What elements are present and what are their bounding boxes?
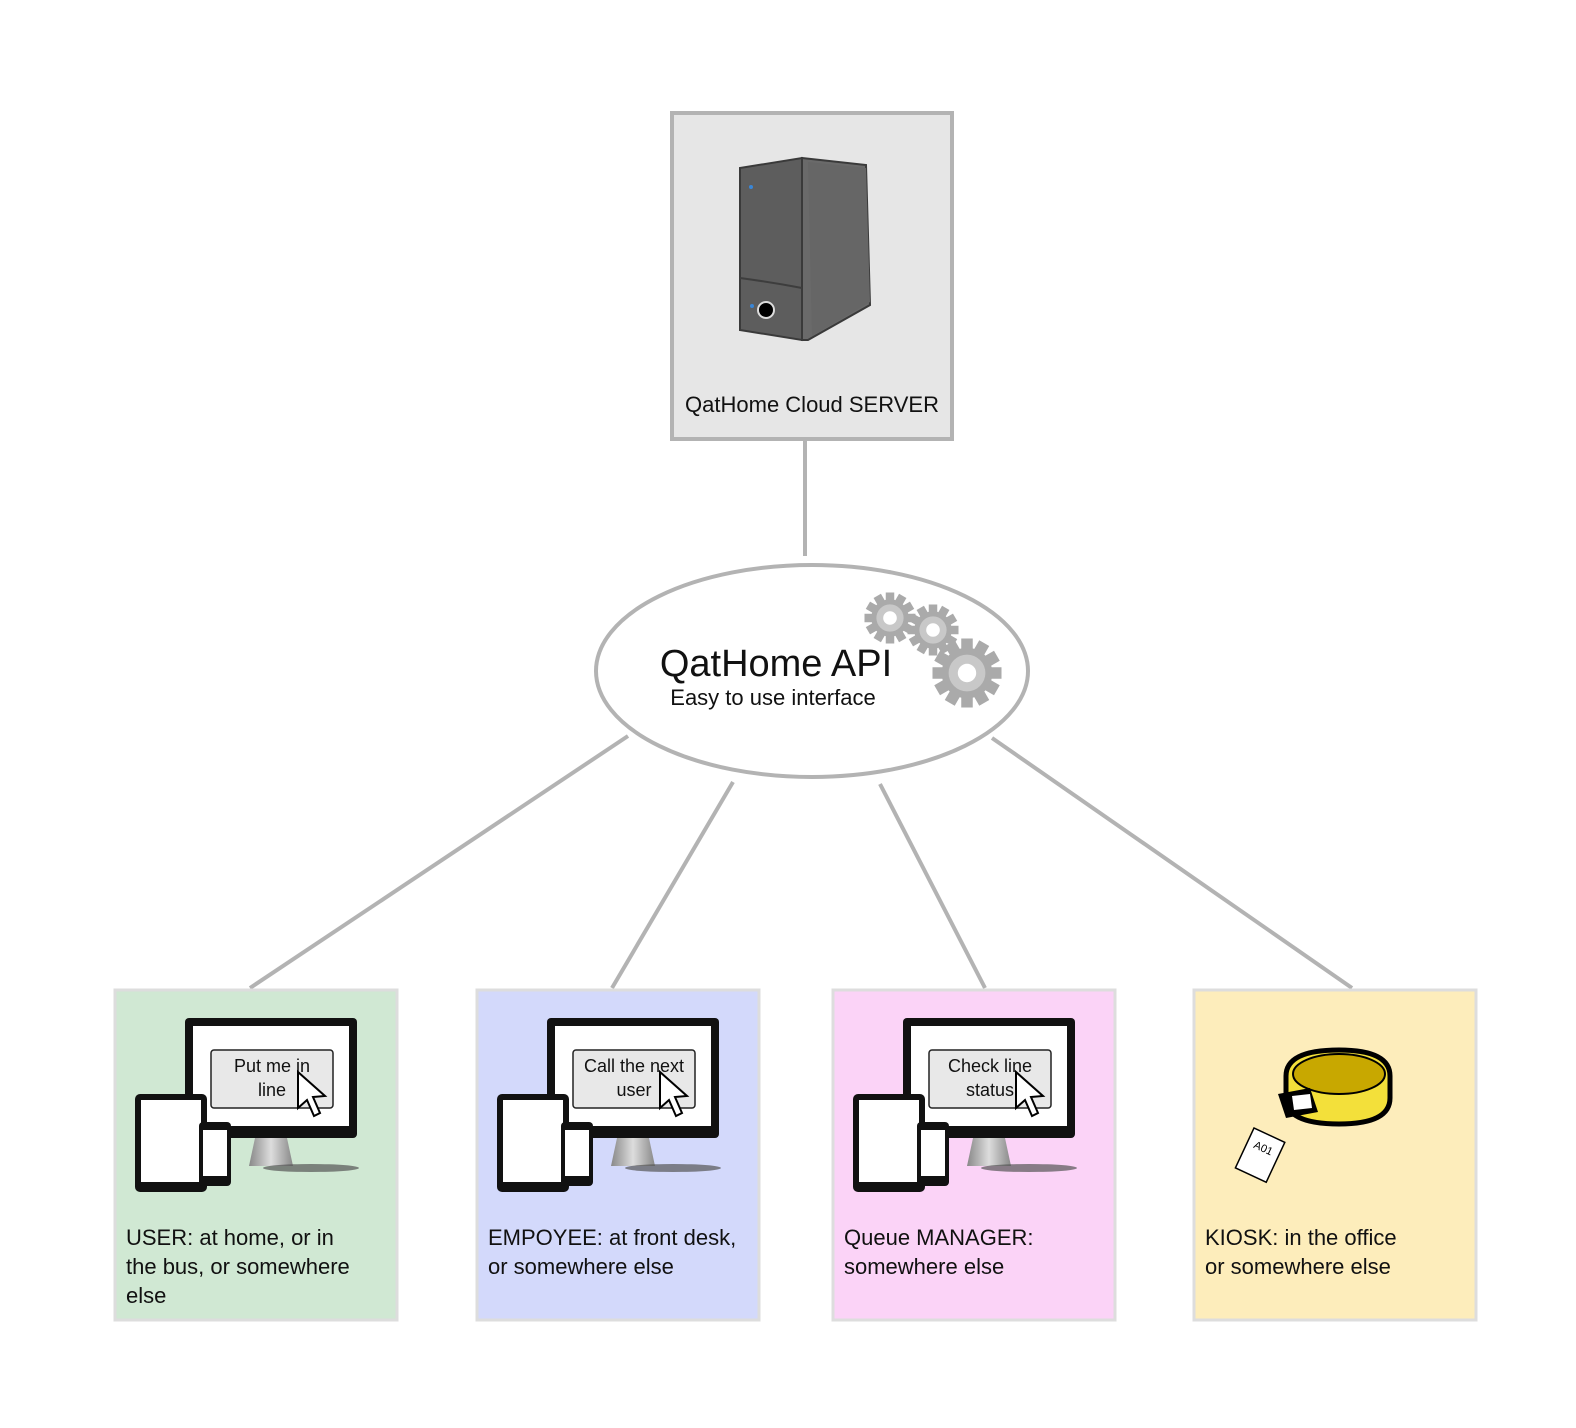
connector-api-user [248, 734, 630, 990]
server-node: QatHome Cloud SERVER [670, 111, 954, 441]
ticket: A01 [1234, 1127, 1286, 1184]
server-label: QatHome Cloud SERVER [685, 392, 939, 417]
api-subtitle: Easy to use interface [670, 685, 875, 710]
screen-action-label: status [966, 1080, 1014, 1100]
client-card-label: else [126, 1283, 166, 1308]
devices-icon: Check line status [853, 1018, 1077, 1192]
cursor-icon [659, 1069, 690, 1118]
client-card-label: somewhere else [844, 1254, 1004, 1279]
ticket-printer-icon: A01 [1234, 1047, 1393, 1184]
devices-icon: Put me in line [135, 1018, 359, 1192]
client-card-label: the bus, or somewhere [126, 1254, 350, 1279]
screen-action-label: Call the next [584, 1056, 684, 1076]
api-title: QatHome API [660, 643, 892, 685]
screen-action-label: user [616, 1080, 651, 1100]
client-card-label: or somewhere else [488, 1254, 674, 1279]
connector-api-kiosk [990, 736, 1354, 990]
client-card-label: or somewhere else [1205, 1254, 1391, 1279]
screen-action-label: Put me in [234, 1056, 310, 1076]
connectors [248, 441, 1354, 990]
api-node: QatHome API Easy to use interface [594, 563, 1030, 779]
client-card-label: Queue MANAGER: [844, 1225, 1034, 1250]
cursor-icon [1015, 1069, 1046, 1118]
devices-icon: Call the next user [497, 1018, 721, 1192]
server-tower-icon [739, 156, 872, 342]
screen-action-label: line [258, 1080, 286, 1100]
client-card-label: EMPOYEE: at front desk, [488, 1225, 736, 1250]
client-card-label: KIOSK: in the office [1205, 1225, 1397, 1250]
connector-api-manager [878, 783, 987, 989]
connector-api-employee [610, 780, 735, 990]
cursor-icon [297, 1069, 328, 1118]
client-card-label: USER: at home, or in [126, 1225, 334, 1250]
screen-action-label: Check line [948, 1056, 1032, 1076]
